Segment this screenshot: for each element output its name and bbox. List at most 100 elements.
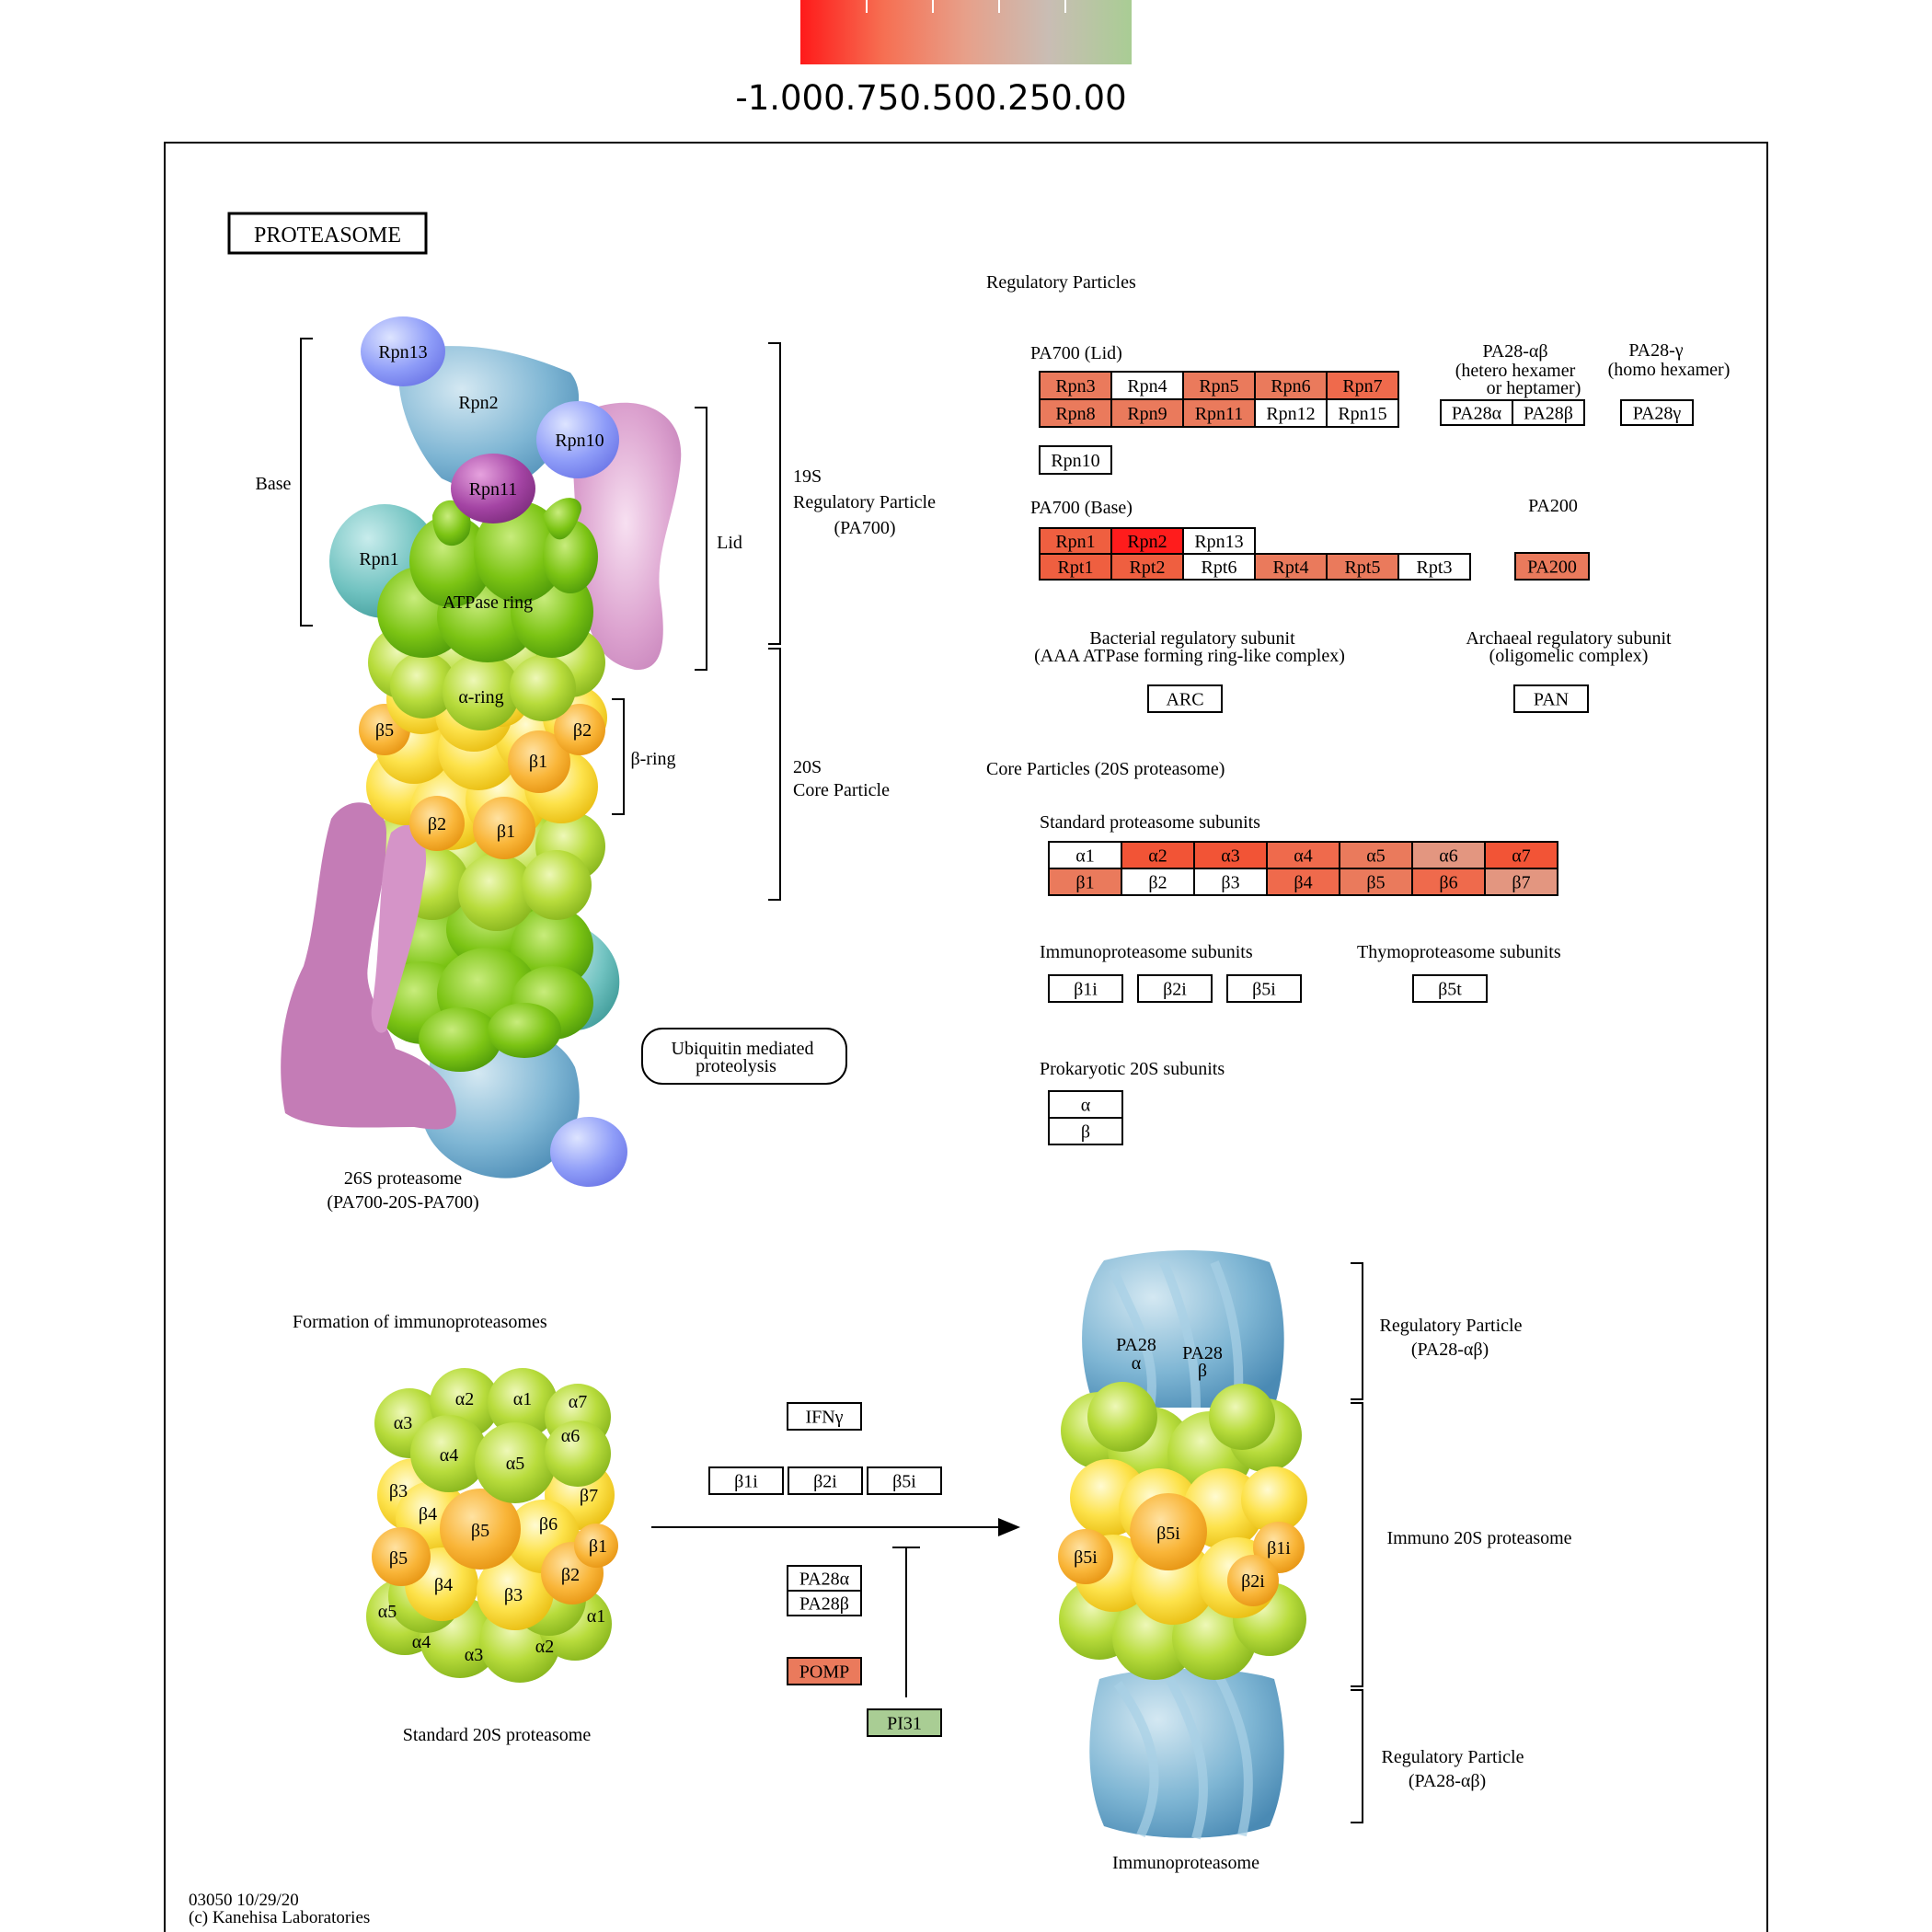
gene-box-rect[interactable] <box>1137 974 1213 1003</box>
gene-box-α7[interactable]: α7 <box>1484 841 1558 869</box>
gene-box-β4[interactable]: β4 <box>1266 868 1340 896</box>
gene-box-rect[interactable] <box>1048 868 1122 896</box>
gene-box-β2i[interactable]: β2i <box>788 1466 863 1495</box>
gene-box-rect[interactable] <box>1182 398 1256 428</box>
gene-box-arc[interactable]: ARC <box>1147 684 1223 713</box>
gene-box-rect[interactable] <box>867 1708 942 1737</box>
gene-box-rpt4[interactable]: Rpt4 <box>1254 553 1328 581</box>
gene-box-rpn11[interactable]: Rpn11 <box>1182 398 1256 428</box>
gene-box-β3[interactable]: β3 <box>1193 868 1268 896</box>
gene-box-β2i[interactable]: β2i <box>1137 974 1213 1003</box>
gene-box-rect[interactable] <box>1039 398 1112 428</box>
gene-box-rpn10[interactable]: Rpn10 <box>1039 445 1112 475</box>
gene-box-rect[interactable] <box>787 1657 862 1685</box>
gene-box-pa28α[interactable]: PA28α <box>1440 399 1513 426</box>
gene-box-rect[interactable] <box>1411 868 1486 896</box>
gene-box-rect[interactable] <box>1048 1117 1123 1145</box>
gene-box-rect[interactable] <box>1039 445 1112 475</box>
gene-box-rpn15[interactable]: Rpn15 <box>1326 398 1399 428</box>
gene-box-rect[interactable] <box>1110 553 1184 581</box>
gene-box-rect[interactable] <box>1121 841 1195 869</box>
gene-box-label: α4 <box>1294 846 1312 867</box>
gene-box-β2[interactable]: β2 <box>1121 868 1195 896</box>
gene-box-α6[interactable]: α6 <box>1411 841 1486 869</box>
gene-box-rect[interactable] <box>1484 868 1558 896</box>
bracket-19s <box>768 342 781 645</box>
gene-box-rect[interactable] <box>1147 684 1223 713</box>
gene-box-rpn13[interactable]: Rpn13 <box>1182 527 1256 555</box>
gene-box-pa28β[interactable]: PA28β <box>1512 399 1585 426</box>
gene-box-rect[interactable] <box>1440 399 1513 426</box>
gene-box-α[interactable]: α <box>1048 1090 1123 1119</box>
gene-box-β6[interactable]: β6 <box>1411 868 1486 896</box>
gene-box-pa28γ[interactable]: PA28γ <box>1620 399 1694 426</box>
gene-box-β5[interactable]: β5 <box>1339 868 1413 896</box>
gene-box-rpn6[interactable]: Rpn6 <box>1254 371 1328 400</box>
gene-box-pi31[interactable]: PI31 <box>867 1708 942 1737</box>
gene-box-pa28α[interactable]: PA28α <box>787 1565 862 1592</box>
gene-box-β1[interactable]: β1 <box>1048 868 1122 896</box>
gene-box-rect[interactable] <box>1193 868 1268 896</box>
gene-box-rpt1[interactable]: Rpt1 <box>1039 553 1112 581</box>
gene-box-rpt5[interactable]: Rpt5 <box>1326 553 1399 581</box>
gene-box-pa200[interactable]: PA200 <box>1514 552 1590 581</box>
gene-box-rect[interactable] <box>1411 841 1486 869</box>
gene-box-rect[interactable] <box>1513 684 1589 713</box>
gene-box-rpn12[interactable]: Rpn12 <box>1254 398 1328 428</box>
gene-box-rect[interactable] <box>788 1466 863 1495</box>
gene-box-rect[interactable] <box>1039 553 1112 581</box>
gene-box-rpn2[interactable]: Rpn2 <box>1110 527 1184 555</box>
gene-box-rect[interactable] <box>1326 553 1399 581</box>
gene-box-β[interactable]: β <box>1048 1117 1123 1145</box>
gene-box-label: PA200 <box>1527 558 1577 578</box>
gene-box-rect[interactable] <box>1339 841 1413 869</box>
gene-box-rect[interactable] <box>1266 868 1340 896</box>
gene-box-pan[interactable]: PAN <box>1513 684 1589 713</box>
gene-box-rpt2[interactable]: Rpt2 <box>1110 553 1184 581</box>
gene-box-rect[interactable] <box>1412 974 1488 1003</box>
gene-box-pa28β[interactable]: PA28β <box>787 1590 862 1616</box>
gene-box-rect[interactable] <box>1254 371 1328 400</box>
gene-box-pomp[interactable]: POMP <box>787 1657 862 1685</box>
gene-box-rpn1[interactable]: Rpn1 <box>1039 527 1112 555</box>
gene-box-rect[interactable] <box>867 1466 942 1495</box>
gene-box-rect[interactable] <box>1512 399 1585 426</box>
gene-box-rect[interactable] <box>1397 553 1471 581</box>
gene-box-rpt3[interactable]: Rpt3 <box>1397 553 1471 581</box>
gene-box-α2[interactable]: α2 <box>1121 841 1195 869</box>
gene-box-α1[interactable]: α1 <box>1048 841 1122 869</box>
gene-box-rpn8[interactable]: Rpn8 <box>1039 398 1112 428</box>
gene-box-rect[interactable] <box>708 1466 784 1495</box>
gene-box-rect[interactable] <box>1339 868 1413 896</box>
gene-box-rpn3[interactable]: Rpn3 <box>1039 371 1112 400</box>
label-beta2i: β2i <box>1241 1571 1265 1592</box>
gene-box-rect[interactable] <box>787 1402 862 1431</box>
ubiquitin-pathway-link[interactable]: Ubiquitin mediated proteolysis <box>641 1028 847 1085</box>
gene-box-rect[interactable] <box>1048 1090 1123 1119</box>
gene-box-β1i[interactable]: β1i <box>708 1466 784 1495</box>
gene-box-rpn7[interactable]: Rpn7 <box>1326 371 1399 400</box>
gene-box-label: Rpn9 <box>1127 404 1167 424</box>
gene-box-rpn5[interactable]: Rpn5 <box>1182 371 1256 400</box>
gene-box-β5i[interactable]: β5i <box>1226 974 1302 1003</box>
gene-box-rect[interactable] <box>1048 841 1122 869</box>
gene-box-ifnγ[interactable]: IFNγ <box>787 1402 862 1431</box>
gene-box-α4[interactable]: α4 <box>1266 841 1340 869</box>
gene-box-rpt6[interactable]: Rpt6 <box>1182 553 1256 581</box>
gene-box-rect[interactable] <box>787 1590 862 1616</box>
gene-box-β1i[interactable]: β1i <box>1048 974 1123 1003</box>
gene-box-α5[interactable]: α5 <box>1339 841 1413 869</box>
gene-box-β5t[interactable]: β5t <box>1412 974 1488 1003</box>
gene-box-β5i[interactable]: β5i <box>867 1466 942 1495</box>
gene-box-rpn9[interactable]: Rpn9 <box>1110 398 1184 428</box>
ubiquitin-link-box[interactable] <box>641 1028 847 1085</box>
gene-box-rect[interactable] <box>1484 841 1558 869</box>
gene-box-rect[interactable] <box>1620 399 1694 426</box>
gene-box-rect[interactable] <box>1326 398 1399 428</box>
gene-box-rect[interactable] <box>1048 974 1123 1003</box>
gene-box-β7[interactable]: β7 <box>1484 868 1558 896</box>
gene-box-rect[interactable] <box>1226 974 1302 1003</box>
gene-box-rect[interactable] <box>1514 552 1590 581</box>
gene-box-rpn4[interactable]: Rpn4 <box>1110 371 1184 400</box>
gene-box-α3[interactable]: α3 <box>1193 841 1268 869</box>
